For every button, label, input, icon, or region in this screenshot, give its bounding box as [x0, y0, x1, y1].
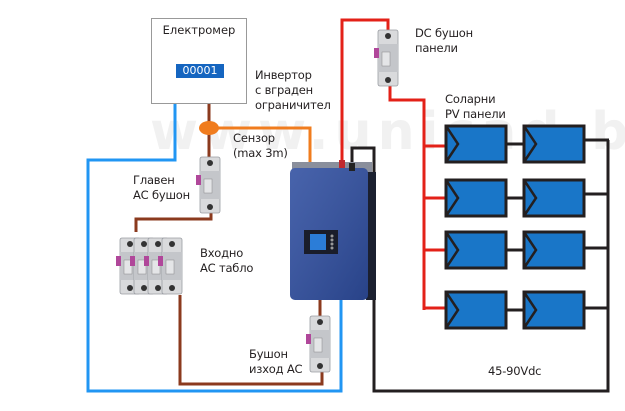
pv-panel-body	[444, 230, 508, 270]
pv-panel-chevron-icon	[522, 231, 538, 269]
solar-panels-label-line: PV панели	[445, 107, 506, 121]
neutral-wire	[86, 102, 343, 393]
inverter-heatsink-top	[292, 162, 372, 172]
voltage-label: 45-90Vdc	[488, 364, 542, 378]
solar-panels-label: Соларни PV панели	[445, 92, 506, 122]
main-ac-fuse-label: Главен АС бушон	[133, 173, 190, 203]
inverter-side-panel	[366, 172, 376, 300]
sensor-clamp-icon	[199, 121, 219, 135]
pv-panel	[522, 124, 586, 164]
inverter-label-line: ограничител	[255, 98, 331, 112]
inverter-label: Инвертор с вграден ограничител	[255, 68, 331, 113]
inverter	[290, 160, 376, 300]
inverter-button	[330, 246, 334, 250]
sensor-wire	[215, 126, 312, 165]
inverter-label-line: Инвертор	[255, 68, 312, 82]
output-ac-fuse-label: Бушон изход АС	[249, 347, 303, 377]
dc-positive-wire-fuse-to-panels	[388, 85, 426, 310]
pv-panel-body	[522, 124, 586, 164]
pv-panel	[444, 290, 508, 330]
dc-panel-fuse-label-line: панели	[415, 41, 458, 55]
solar-panels-label-line: Соларни	[445, 92, 496, 106]
input-ac-panel-label: Входно АС табло	[200, 246, 253, 276]
meter-reading: 00001	[176, 64, 224, 78]
pv-panel-chevron-icon	[444, 231, 460, 269]
sensor-label: Сензор (max 3m)	[233, 131, 288, 161]
pv-panel-chevron-icon	[522, 291, 538, 329]
inverter-button	[330, 242, 334, 246]
pv-panel	[444, 124, 508, 164]
pv-panel-body	[444, 178, 508, 218]
main-ac-fuse-label-line: АС бушон	[133, 188, 190, 202]
main-ac-fuse	[195, 156, 221, 214]
pv-panel-body	[522, 290, 586, 330]
main-ac-fuse-label-line: Главен	[133, 173, 175, 187]
pv-panel-chevron-icon	[444, 179, 460, 217]
pv-panel	[522, 178, 586, 218]
input-ac-panel-label-line: Входно	[200, 246, 244, 260]
input-ac-panel-breaker-4	[157, 237, 183, 295]
inverter-label-line: с вграден	[255, 83, 313, 97]
pv-panel-chevron-icon	[522, 125, 538, 163]
pv-panel-chevron-icon	[444, 291, 460, 329]
output-ac-fuse-label-line: изход АС	[249, 362, 303, 376]
pv-panel-chevron-icon	[522, 179, 538, 217]
sensor-label-line: (max 3m)	[233, 146, 288, 160]
pv-panel	[522, 290, 586, 330]
pv-panel	[444, 230, 508, 270]
ac-line-wire-panel-to-output-fuse	[178, 295, 324, 386]
dc-panel-fuse-label: DC бушон панели	[415, 26, 473, 56]
pv-panel-body	[522, 230, 586, 270]
meter-title: Електромер	[162, 23, 236, 37]
pv-panel-body	[444, 124, 508, 164]
dc-positive-connector	[339, 160, 345, 168]
pv-panel-body	[522, 178, 586, 218]
inverter-screen	[310, 234, 326, 250]
output-ac-fuse	[305, 315, 331, 373]
pv-panel-body	[444, 290, 508, 330]
sensor-label-line: Сензор	[233, 131, 275, 145]
pv-panel-chevron-icon	[444, 125, 460, 163]
output-ac-fuse-label-line: Бушон	[249, 347, 288, 361]
pv-panel	[444, 178, 508, 218]
electricity-meter: Електромер 00001	[151, 18, 247, 104]
dc-negative-connector	[349, 163, 355, 171]
ac-line-wire-fuse-to-panel	[134, 213, 213, 232]
dc-panel-fuse-label-line: DC бушон	[415, 26, 473, 40]
inverter-button	[330, 238, 334, 242]
pv-array	[444, 124, 586, 330]
dc-positive-wire-inverter-to-fuse	[340, 18, 390, 162]
input-ac-panel-label-line: АС табло	[200, 261, 254, 275]
pv-panel	[522, 230, 586, 270]
dc-panel-fuse	[373, 29, 399, 87]
inverter-button	[330, 234, 334, 238]
